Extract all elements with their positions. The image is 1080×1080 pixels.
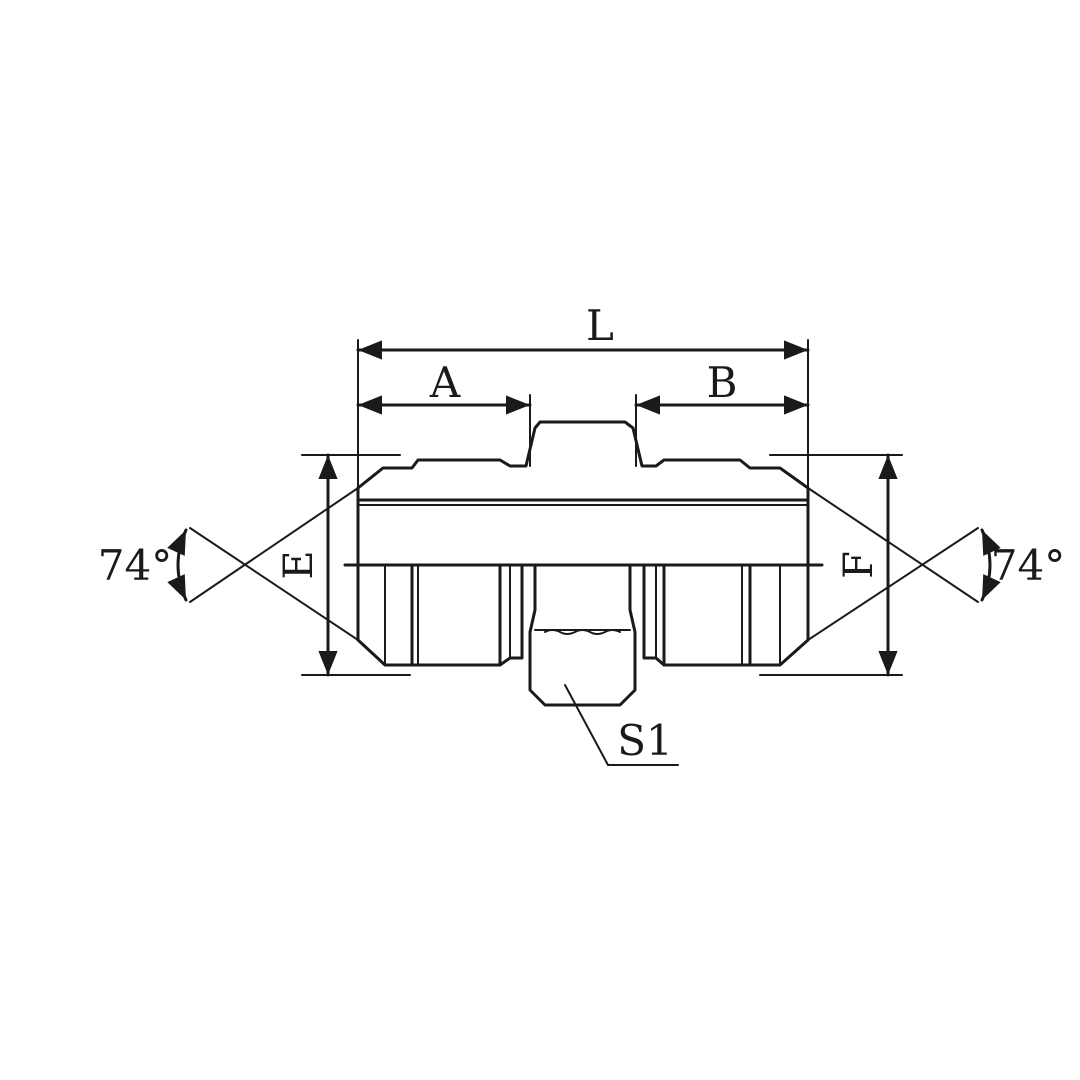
label-E: E	[276, 550, 322, 579]
label-B: B	[707, 358, 738, 407]
label-L: L	[586, 301, 614, 350]
label-A: A	[429, 358, 461, 407]
fitting-body	[343, 486, 824, 707]
labels: L A B E F 74° 74° S1	[98, 301, 1065, 765]
label-left-angle: 74°	[98, 541, 172, 590]
label-S1: S1	[617, 716, 673, 765]
label-right-angle: 74°	[991, 541, 1065, 590]
section-hatch	[356, 420, 810, 502]
dimension-lines	[301, 339, 903, 766]
label-F: F	[836, 551, 882, 579]
